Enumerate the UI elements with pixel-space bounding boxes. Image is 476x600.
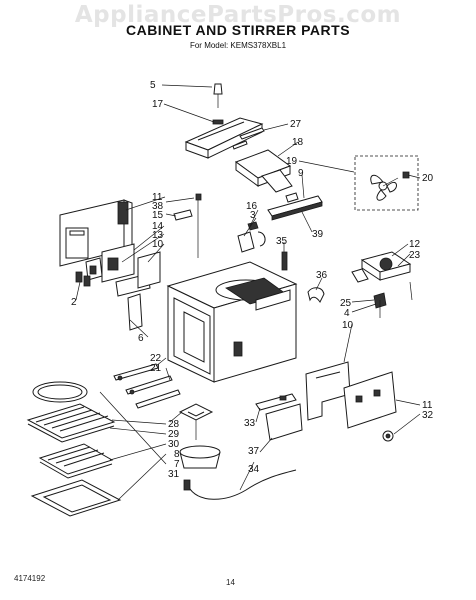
part-16-3-switch xyxy=(237,221,266,253)
callout-10-right: 10 xyxy=(342,320,354,331)
part-5-screw xyxy=(213,83,223,108)
part-10-side-panel xyxy=(305,361,351,421)
part-15-bracket xyxy=(173,209,193,221)
callout-18: 18 xyxy=(292,137,304,148)
callout-9: 9 xyxy=(298,168,304,179)
callout-17: 17 xyxy=(152,99,164,110)
part-9-39-bracket xyxy=(267,192,323,221)
part-18-wave-guide xyxy=(234,149,293,193)
callout-19: 19 xyxy=(286,156,298,167)
callout-25: 25 xyxy=(340,298,352,309)
callout-4: 4 xyxy=(344,308,350,319)
callout-7: 7 xyxy=(174,459,180,470)
leader-lines xyxy=(75,84,421,501)
watermark: AppliancePartsPros.com xyxy=(74,2,402,28)
page-title: CABINET AND STIRRER PARTS xyxy=(125,22,351,38)
part-11-back-panel xyxy=(59,199,133,267)
model-subtitle: For Model: KEMS378XBL1 xyxy=(189,41,287,50)
callout-20: 20 xyxy=(422,173,434,184)
callout-22: 22 xyxy=(150,353,162,364)
callout-27: 27 xyxy=(290,119,302,130)
oven-cavity xyxy=(166,261,298,383)
callout-39: 39 xyxy=(312,229,324,240)
callout-11-left: 11 xyxy=(152,192,163,203)
callout-15: 15 xyxy=(152,210,164,221)
part-13-14-latch-assembly xyxy=(85,243,161,297)
part-12-stirrer-motor xyxy=(351,251,413,318)
part-2-connector xyxy=(75,271,91,287)
callout-14: 14 xyxy=(152,221,164,232)
part-27-bracket xyxy=(232,127,265,150)
callout-6: 6 xyxy=(138,333,144,344)
part-35-clip xyxy=(281,251,288,271)
part-31-turntable-glass xyxy=(32,381,88,403)
part-33-37-brackets xyxy=(255,393,303,441)
callout-5: 5 xyxy=(150,80,156,91)
callout-34: 34 xyxy=(248,464,260,475)
callout-2: 2 xyxy=(71,297,77,308)
callout-16: 16 xyxy=(246,201,258,212)
page-number: 14 xyxy=(226,578,235,587)
document-number: 4174192 xyxy=(14,574,46,583)
callout-37: 37 xyxy=(248,446,260,457)
callout-35: 35 xyxy=(276,236,288,247)
callout-36: 36 xyxy=(316,270,328,281)
callout-30: 30 xyxy=(168,439,180,450)
part-8-stirrer-hub xyxy=(178,403,221,469)
callout-28: 28 xyxy=(168,419,180,430)
part-31-tray xyxy=(30,479,122,517)
callout-12: 12 xyxy=(409,239,421,250)
callout-3: 3 xyxy=(250,210,256,221)
part-22-21-hinge-rods xyxy=(113,363,181,409)
callout-29: 29 xyxy=(168,429,180,440)
part-11-control-panel xyxy=(343,371,397,429)
callout-13: 13 xyxy=(152,230,164,241)
callout-38: 38 xyxy=(152,201,164,212)
callout-10-left: 10 xyxy=(152,239,164,250)
part-28-29-rack xyxy=(26,403,116,443)
callout-numbers: 5 17 27 18 19 9 20 39 11 38 15 14 13 10 … xyxy=(71,80,434,480)
callout-23: 23 xyxy=(409,250,421,261)
part-36-bracket xyxy=(307,287,325,303)
callout-8: 8 xyxy=(174,449,180,460)
part-38-screw xyxy=(195,193,202,258)
callout-31: 31 xyxy=(168,469,180,480)
callout-32: 32 xyxy=(422,410,434,421)
callout-33: 33 xyxy=(244,418,256,429)
part-30-rack xyxy=(38,443,114,479)
part-32-knob xyxy=(382,430,394,442)
part-19-20-stirrer-assembly xyxy=(354,155,419,211)
callout-21: 21 xyxy=(150,363,162,374)
part-17-stirrer-cover xyxy=(184,117,264,159)
part-34-power-cord xyxy=(183,469,297,500)
callout-11-right: 11 xyxy=(422,400,433,411)
